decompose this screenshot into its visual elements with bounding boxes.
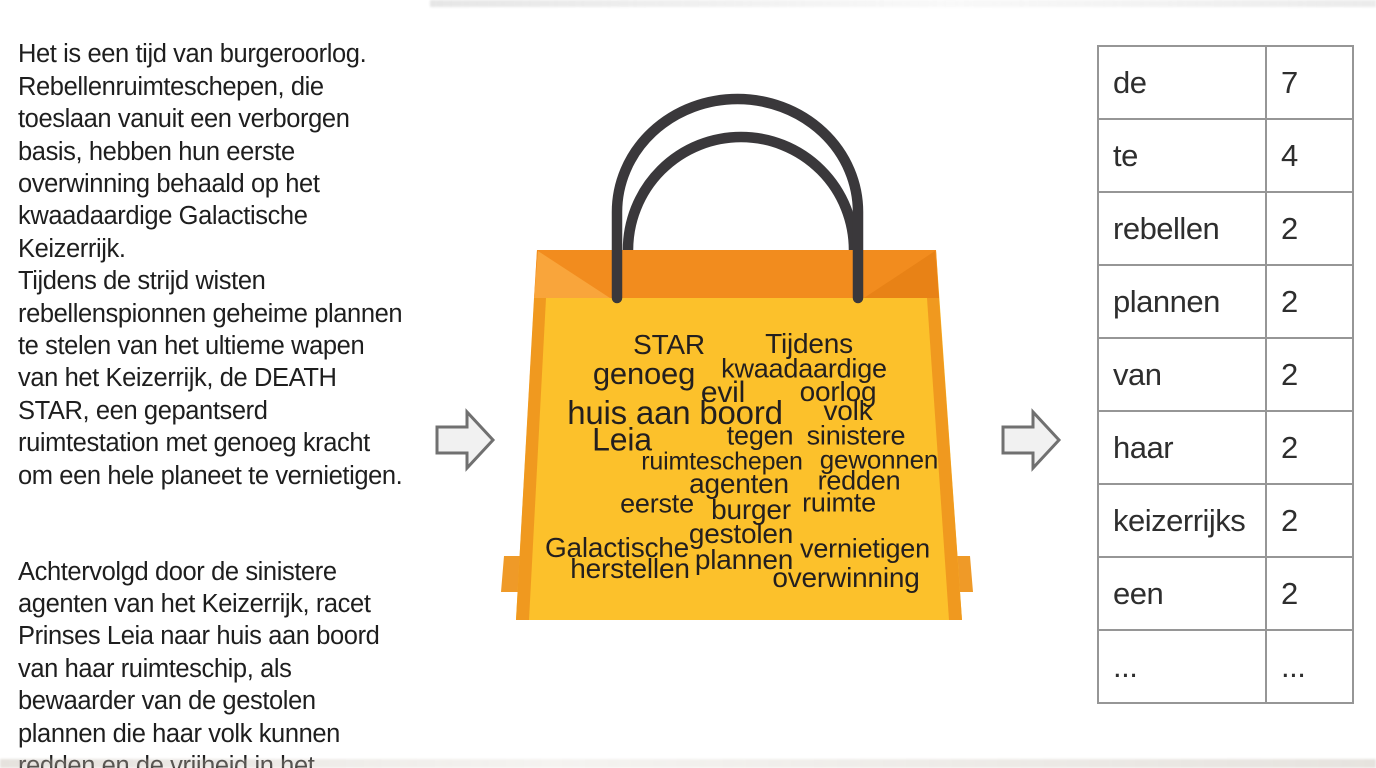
arrow-right-icon-right [1001,408,1062,472]
video-artifact-top [430,0,1376,7]
word-cell: rebellen [1097,191,1267,266]
count-cell: 2 [1265,337,1354,412]
table-row: te 4 [1097,118,1354,193]
word-cell: te [1097,118,1267,193]
story-paragraph-2: Achtervolgd door de sinistere agenten va… [18,557,380,768]
word-cell: een [1097,556,1267,631]
table-row: keizerrijks 2 [1097,483,1354,558]
word-cell: van [1097,337,1267,412]
story-text: Het is een tijd van burgeroorlog. Rebell… [18,6,442,768]
cloud-word: overwinning [772,562,920,593]
cloud-word: vernietigen [800,533,930,564]
cloud-word: oorlog [799,376,877,407]
cloud-word: plannen [694,544,794,575]
cloud-word: burger [711,494,791,525]
bag-front-handle-icon [611,93,864,304]
word-cell: haar [1097,410,1267,485]
bag-fold-left [534,251,610,298]
bag-fold-right [864,251,939,298]
video-artifact-bottom [0,759,1376,768]
word-cell: plannen [1097,264,1267,339]
cloud-word: Leia [592,421,652,458]
count-cell: 2 [1265,483,1354,558]
cloud-word: volk [823,395,873,426]
cloud-word: Tijdens [765,328,853,359]
cloud-word: tegen [726,420,794,451]
count-cell: 2 [1265,264,1354,339]
count-cell: 2 [1265,410,1354,485]
cloud-word: genoeg [592,356,696,391]
bag-body [516,250,962,620]
bag-back-handle-icon [622,131,860,264]
word-frequency-table: de 7 te 4 rebellen 2 plannen 2 van 2 haa… [1097,45,1354,704]
cloud-word: STAR [633,329,705,360]
count-cell: 2 [1265,191,1354,266]
cloud-word: sinistere [806,420,906,451]
table-row: haar 2 [1097,410,1354,485]
word-cell: keizerrijks [1097,483,1267,558]
arrow-right-icon-left [435,408,496,472]
cloud-word: eerste [620,488,694,519]
bag-edge-left [516,298,546,620]
table-row: ... ... [1097,629,1354,704]
story-paragraph-1: Het is een tijd van burgeroorlog. Rebell… [18,40,403,490]
cloud-word: herstellen [570,553,690,584]
bag-edge-right [927,298,962,620]
table-row: een 2 [1097,556,1354,631]
cloud-word: evil [700,376,746,409]
cloud-word: ruimte [802,487,876,518]
table-row: van 2 [1097,337,1354,412]
bag-top-band [534,250,939,298]
count-cell: 7 [1265,45,1354,120]
count-cell: ... [1265,629,1354,704]
table-row: plannen 2 [1097,264,1354,339]
cloud-word: kwaadaardige [721,353,887,384]
word-cell: ... [1097,629,1267,704]
count-cell: 4 [1265,118,1354,193]
cloud-word: ruimteschepen [641,447,803,476]
cloud-word: Galactische [544,532,690,563]
cloud-word: redden [817,465,901,496]
cloud-word: huis aan boord [567,394,783,431]
count-cell: 2 [1265,556,1354,631]
table-row: rebellen 2 [1097,191,1354,266]
cloud-word: gewonnen [819,444,939,475]
word-cell: de [1097,45,1267,120]
table-row: de 7 [1097,45,1354,120]
cloud-word: gestolen [688,518,794,549]
cloud-word: agenten [689,468,789,499]
